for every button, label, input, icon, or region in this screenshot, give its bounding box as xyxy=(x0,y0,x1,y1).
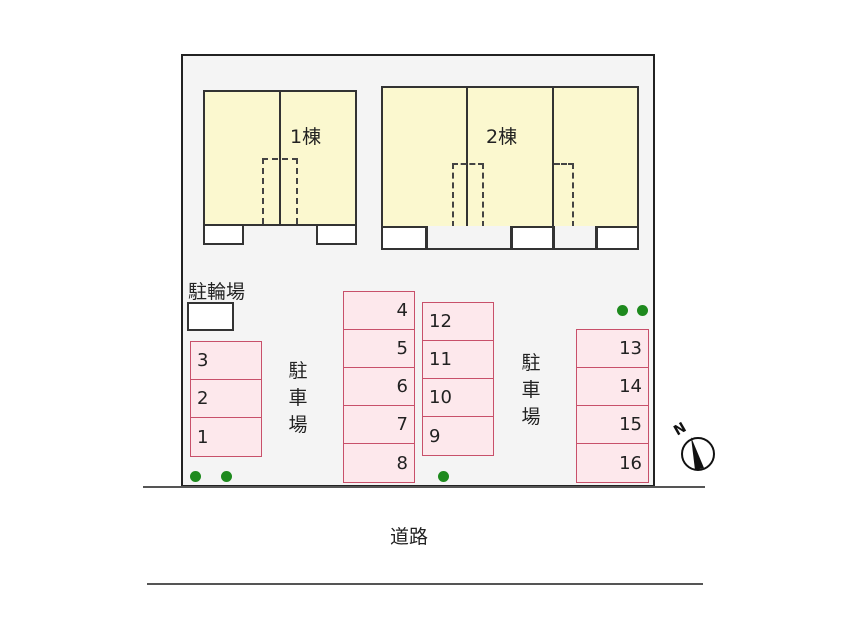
tree-icon xyxy=(190,471,201,482)
unit-divider xyxy=(466,86,468,228)
bicycle-parking-label: 駐輪場 xyxy=(188,281,246,303)
entrance-outline xyxy=(554,163,574,227)
tree-icon xyxy=(221,471,232,482)
parking-stall-10: 10 xyxy=(422,378,494,417)
building-2 xyxy=(381,86,639,228)
parking-stall-8: 8 xyxy=(343,443,415,483)
parking-stall-3: 3 xyxy=(190,341,262,380)
compass-north-icon: N xyxy=(668,418,718,476)
tree-icon xyxy=(637,305,648,316)
tree-icon xyxy=(438,471,449,482)
parking-stall-2: 2 xyxy=(190,379,262,418)
balcony xyxy=(316,224,357,245)
balcony xyxy=(381,226,427,250)
building-1-label: 1棟 xyxy=(290,126,322,148)
road-label: 道路 xyxy=(390,526,429,548)
balcony xyxy=(596,226,639,250)
parking-stall-7: 7 xyxy=(343,405,415,444)
parking-stall-11: 11 xyxy=(422,340,494,379)
unit-divider xyxy=(552,86,554,228)
balcony xyxy=(553,226,597,250)
parking-label-right: 駐車場 xyxy=(520,350,544,431)
parking-stall-4: 4 xyxy=(343,291,415,330)
balcony xyxy=(426,226,512,250)
balcony xyxy=(511,226,554,250)
parking-label-text: 駐車場 xyxy=(521,352,541,428)
parking-stall-13: 13 xyxy=(576,329,649,368)
parking-label-text: 駐車場 xyxy=(288,360,308,436)
entrance-outline xyxy=(262,158,298,224)
parking-stall-16: 16 xyxy=(576,443,649,483)
parking-stall-9: 9 xyxy=(422,416,494,456)
parking-stall-15: 15 xyxy=(576,405,649,444)
bicycle-parking-area xyxy=(187,302,234,331)
tree-icon xyxy=(617,305,628,316)
building-2-label: 2棟 xyxy=(486,126,518,148)
parking-stall-6: 6 xyxy=(343,367,415,406)
entrance-outline xyxy=(452,163,484,227)
balcony xyxy=(203,224,244,245)
road-edge-top xyxy=(143,486,705,488)
parking-stall-5: 5 xyxy=(343,329,415,368)
parking-stall-14: 14 xyxy=(576,367,649,406)
parking-stall-1: 1 xyxy=(190,417,262,457)
parking-label-left: 駐車場 xyxy=(287,358,311,439)
parking-stall-12: 12 xyxy=(422,302,494,341)
road-edge-bottom xyxy=(147,583,703,585)
svg-text:N: N xyxy=(671,420,689,440)
